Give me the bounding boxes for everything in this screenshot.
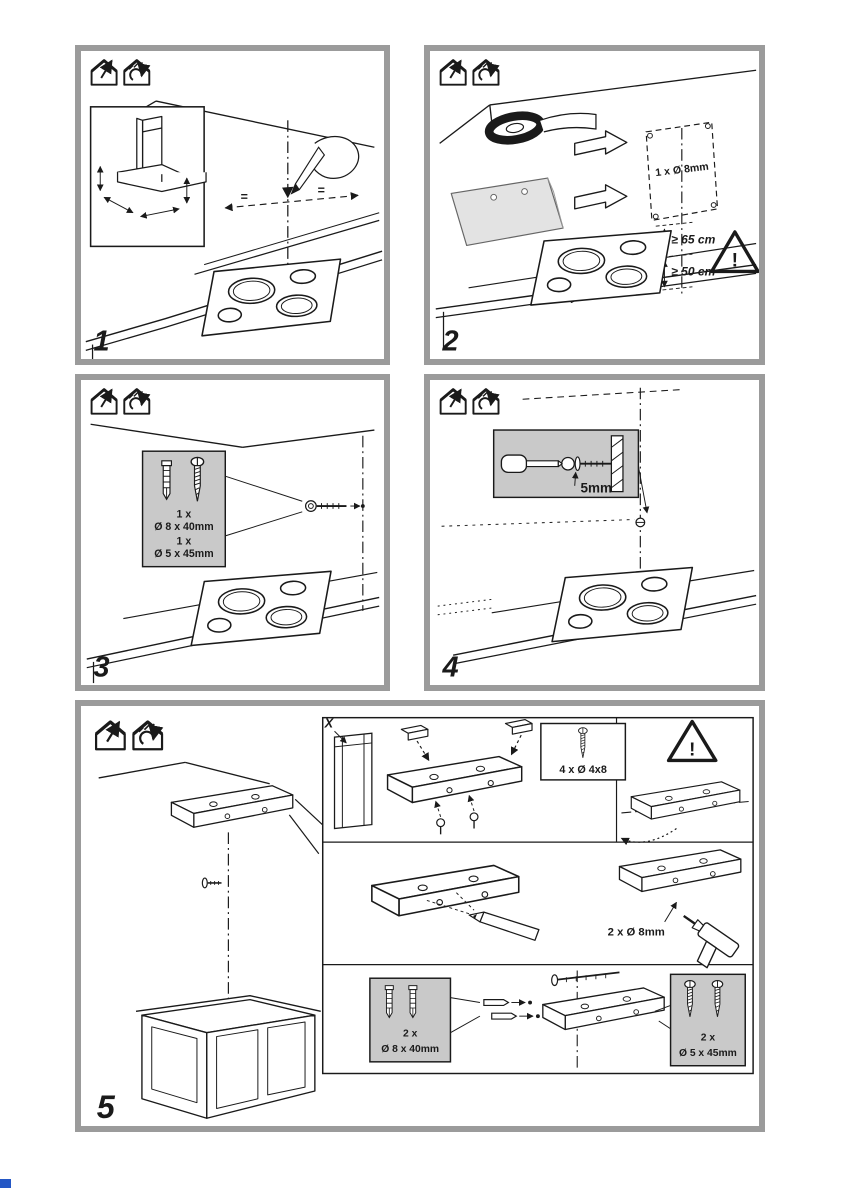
screw-size-label: Ø 5 x 45mm [679, 1048, 737, 1059]
drill-arrow [664, 901, 677, 923]
bracket-screws-label: 4 x Ø 4x8 [559, 764, 606, 776]
wall-plug-icon [384, 985, 394, 1019]
wall-template-outline: 1 x Ø 8mm [645, 121, 719, 222]
equal-mark-left: = [241, 190, 248, 204]
chimney-with-x-dimension [333, 730, 373, 830]
fixings-inset: 1 x Ø 8 x 40mm 1 x Ø 5 x 45mm [141, 450, 227, 568]
small-screw [201, 877, 222, 889]
dotted-guide-lines [437, 598, 492, 616]
wall-plug-icon [161, 460, 172, 500]
install-type-icons [92, 61, 150, 85]
equal-mark-right: = [318, 183, 325, 197]
hand-with-pencil [290, 135, 360, 195]
warning-triangle-icon: ! [710, 230, 759, 274]
min-height-hob-label: ≥ 65 cm [671, 233, 715, 247]
leader-lines [225, 475, 303, 537]
screw-qty-label: 1 x [177, 536, 192, 548]
ducted-house-icon [441, 390, 466, 414]
install-type-icons [96, 722, 162, 749]
screwdriver [500, 454, 563, 474]
ducted-house-icon [92, 61, 117, 85]
recirculation-house-icon [133, 722, 162, 749]
step-panel-2: 1 x Ø 8mm ≥ 65 cm ≥ 50 cm ! [424, 45, 765, 365]
step-number: 5 [97, 1089, 116, 1125]
arrow-right-top [574, 130, 628, 156]
ducted-house-icon [92, 390, 117, 414]
step-panel-4: 5mm 4 [424, 374, 765, 691]
warning-exclamation: ! [732, 251, 738, 272]
screw-leader-lines [654, 1004, 671, 1030]
marking-leader-lines [426, 892, 475, 915]
fixing-screw-horizontal [551, 971, 620, 987]
ducted-house-icon [96, 722, 125, 749]
install-type-icons [92, 390, 150, 414]
bracket-corner-clips [400, 719, 533, 762]
cooktop [527, 230, 675, 306]
screw-qty-label: 2 x [701, 1032, 716, 1043]
dimension-arrows [96, 165, 191, 219]
ducted-house-icon [441, 61, 466, 85]
recirculation-house-icon [473, 61, 498, 85]
plug-qty-label: 1 x [177, 509, 192, 521]
dotted-arrow [620, 828, 677, 846]
step-panel-1: = = 1 [75, 45, 390, 365]
wall-plugs-inset: 2 x Ø 8 x 40mm [369, 977, 452, 1063]
bracket-screws-inset: 4 x Ø 4x8 [540, 722, 627, 781]
plug-qty-label: 2 x [403, 1029, 418, 1040]
step-number: 4 [442, 651, 459, 683]
marking-measure-line: = = [224, 183, 359, 212]
warning-exclamation: ! [689, 739, 695, 760]
wall-plug-icon [408, 985, 418, 1019]
chimney-x-label: X [324, 716, 335, 730]
install-type-icons [441, 61, 499, 85]
screw-side-view [561, 456, 612, 472]
install-type-icons [441, 390, 499, 414]
drill-size-label: 2 x Ø 8mm [608, 926, 665, 938]
plug-size-label: Ø 8 x 40mm [154, 521, 213, 533]
wall-lines [90, 423, 375, 449]
pencil [468, 911, 540, 941]
center-mark-triangle [282, 186, 294, 199]
plugs-into-wall [483, 999, 540, 1020]
kitchen-cabinet [135, 995, 321, 1119]
wall-lines [98, 761, 270, 785]
inset-leader-arrow [637, 466, 650, 514]
step-panel-3: 1 x Ø 8 x 40mm 1 x Ø 5 x 45mm [75, 374, 390, 691]
fixing-screws-inset: 2 x Ø 5 x 45mm [669, 973, 746, 1067]
hood-dimensions-inset [89, 106, 207, 248]
arrow-right-bottom [574, 184, 628, 210]
assembly-screws [434, 794, 479, 835]
step-panel-5: X 4 x Ø 4x8 [75, 700, 765, 1132]
cooktop [187, 570, 335, 647]
plug-size-label: Ø 8 x 40mm [381, 1044, 439, 1055]
gap-label: 5mm [581, 481, 613, 496]
screw-gap-inset: 5mm [492, 429, 640, 499]
cooktop [548, 566, 696, 643]
recirculation-house-icon [124, 61, 149, 85]
step-number: 3 [94, 651, 110, 683]
cooktop [197, 258, 345, 337]
ceiling-dashed-line [522, 389, 681, 400]
drill [683, 914, 740, 969]
warning-triangle-icon: ! [666, 719, 718, 763]
screw-size-label: Ø 5 x 45mm [154, 548, 213, 560]
adhesive-tape-roll [484, 111, 597, 145]
drilling-template-sheet [450, 177, 564, 247]
wall-section [610, 435, 624, 493]
step-number: 1 [94, 325, 110, 357]
step-number: 2 [442, 325, 459, 357]
recirculation-house-icon [124, 390, 149, 414]
wall-bracket [170, 785, 294, 828]
mid-dashed-line [441, 519, 635, 527]
protruding-screw [635, 517, 646, 528]
screw-into-wall [304, 500, 365, 512]
recirculation-house-icon [473, 390, 498, 414]
plug-leader-lines [450, 997, 481, 1034]
page-corner-mark [0, 1179, 11, 1188]
